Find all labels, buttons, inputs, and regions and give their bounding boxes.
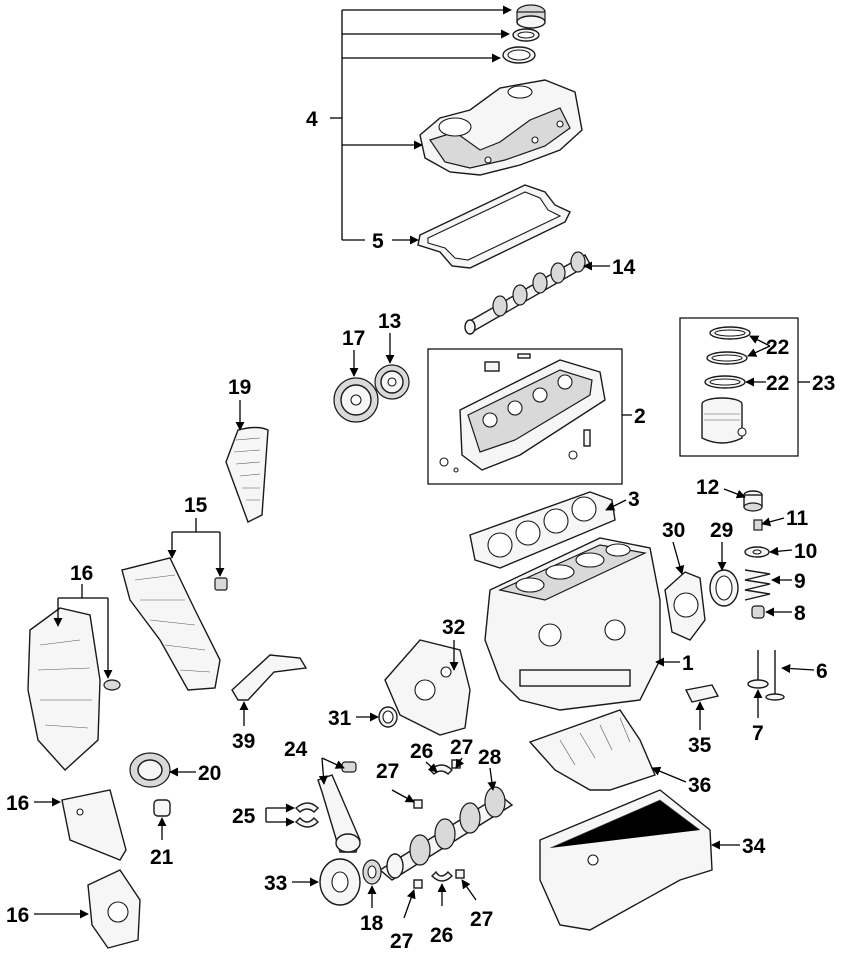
valve-cover bbox=[419, 79, 583, 176]
callout-14: 14 bbox=[612, 256, 636, 279]
leader-lines bbox=[34, 5, 815, 919]
crankshaft-sprocket bbox=[362, 859, 382, 885]
callout-36: 36 bbox=[688, 774, 711, 797]
callout-16-backing-plate: 16 bbox=[6, 904, 29, 927]
callout-3: 3 bbox=[628, 488, 640, 511]
callout-17: 17 bbox=[342, 327, 365, 350]
valve-spring bbox=[744, 569, 771, 601]
callout-16-outer: 16 bbox=[70, 562, 93, 585]
engine-block bbox=[484, 537, 661, 711]
camshaft-adjuster bbox=[374, 364, 410, 400]
idler-pulley bbox=[153, 799, 171, 817]
callout-18: 18 bbox=[360, 912, 384, 935]
callout-23: 23 bbox=[812, 372, 835, 395]
filler-o-ring bbox=[502, 46, 536, 64]
timing-cover-outer bbox=[27, 607, 101, 771]
rear-main-seal-cover bbox=[664, 571, 706, 641]
callout-27-lower-right: 27 bbox=[470, 908, 493, 931]
timing-cover-clip bbox=[214, 577, 228, 591]
callout-27-upper-left: 27 bbox=[376, 760, 399, 783]
callout-28: 28 bbox=[478, 746, 502, 769]
intake-valve bbox=[765, 650, 785, 701]
crankshaft bbox=[378, 786, 514, 881]
callout-32: 32 bbox=[442, 616, 465, 639]
callout-4: 4 bbox=[306, 108, 318, 131]
cap-seal-ring bbox=[512, 28, 540, 42]
timing-cover-inner bbox=[121, 557, 221, 691]
thrust-washer-lower-right bbox=[455, 869, 465, 879]
callout-10: 10 bbox=[794, 540, 817, 563]
callout-labels: 4 5 14 17 13 2 22 22 23 19 3 12 11 30 29… bbox=[6, 108, 835, 953]
camshaft bbox=[464, 251, 591, 335]
thrust-washer-upper-left bbox=[413, 799, 423, 809]
exhaust-valve bbox=[747, 650, 769, 689]
callout-26-upper: 26 bbox=[410, 740, 433, 763]
callout-20: 20 bbox=[198, 762, 221, 785]
callout-27-lower-left: 27 bbox=[390, 930, 413, 953]
callout-29: 29 bbox=[710, 519, 733, 542]
rod-bushing bbox=[341, 761, 357, 773]
callout-25: 25 bbox=[232, 805, 256, 828]
callout-8: 8 bbox=[794, 602, 806, 625]
callout-26-lower: 26 bbox=[430, 924, 453, 947]
valve-lifter bbox=[743, 490, 763, 512]
valve-spring-retainer bbox=[744, 546, 770, 558]
valve-stem-seal bbox=[751, 605, 765, 619]
callout-12: 12 bbox=[696, 476, 719, 499]
belt-tensioner bbox=[129, 752, 171, 788]
callout-5: 5 bbox=[372, 230, 384, 253]
crankshaft-pulley bbox=[319, 858, 361, 906]
valve-cover-gasket bbox=[417, 184, 571, 269]
callout-13: 13 bbox=[378, 310, 401, 333]
lower-timing-cover bbox=[61, 789, 127, 861]
callout-2: 2 bbox=[634, 405, 646, 428]
callout-22-upper: 22 bbox=[766, 336, 789, 359]
callout-35: 35 bbox=[688, 734, 712, 757]
thrust-washer-lower-left bbox=[413, 879, 423, 889]
callout-7: 7 bbox=[752, 722, 764, 745]
connecting-rod bbox=[317, 774, 361, 853]
main-bearing-lower bbox=[431, 870, 453, 882]
cylinder-head-frame bbox=[427, 348, 623, 485]
callout-22-lower: 22 bbox=[766, 372, 789, 395]
cylinder-head bbox=[439, 353, 606, 473]
piston bbox=[701, 397, 747, 444]
callout-27-upper-right: 27 bbox=[450, 736, 473, 759]
callout-39: 39 bbox=[232, 730, 255, 753]
callout-9: 9 bbox=[794, 570, 806, 593]
oil-pan bbox=[539, 789, 713, 931]
timing-belt-guide bbox=[684, 684, 720, 703]
callout-31: 31 bbox=[328, 707, 352, 730]
oil-pickup-tube bbox=[231, 654, 308, 701]
rear-main-seal bbox=[709, 569, 739, 607]
oil-baffle bbox=[528, 709, 656, 791]
callout-21: 21 bbox=[150, 846, 174, 869]
piston-rings bbox=[704, 326, 751, 389]
callout-33: 33 bbox=[264, 872, 287, 895]
callout-30: 30 bbox=[662, 519, 685, 542]
callout-19: 19 bbox=[228, 376, 251, 399]
oil-pump bbox=[384, 639, 471, 736]
head-gasket bbox=[469, 491, 616, 569]
timing-belt bbox=[225, 426, 269, 523]
callout-24: 24 bbox=[284, 738, 308, 761]
timing-backing-plate bbox=[87, 869, 141, 949]
piston-frame bbox=[679, 317, 799, 457]
front-crankshaft-seal bbox=[378, 706, 398, 728]
callout-34: 34 bbox=[742, 835, 766, 858]
callout-15: 15 bbox=[184, 494, 208, 517]
callout-6: 6 bbox=[816, 660, 828, 683]
oil-filler-cap bbox=[516, 4, 546, 29]
camshaft-sprocket bbox=[333, 377, 379, 423]
callout-16-lower-cover: 16 bbox=[6, 792, 29, 815]
timing-cover-grommet bbox=[103, 679, 121, 691]
callout-11: 11 bbox=[786, 507, 809, 530]
callout-1: 1 bbox=[682, 652, 694, 675]
valve-keeper bbox=[753, 519, 763, 531]
rod-bearings bbox=[294, 802, 319, 828]
